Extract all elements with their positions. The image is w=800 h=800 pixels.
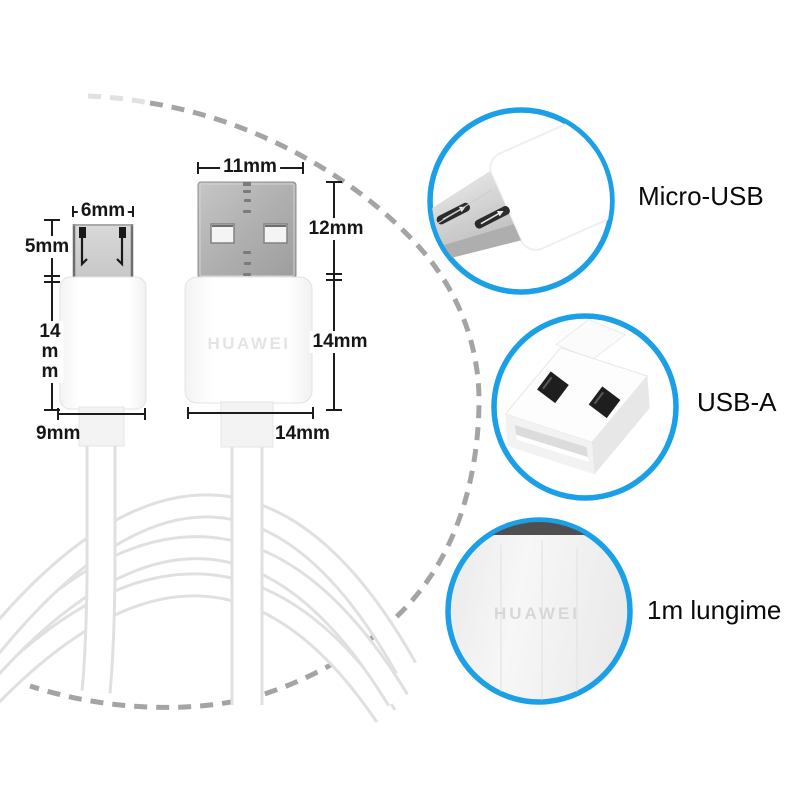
usb-center-marks [243, 182, 251, 276]
dim-label-usb-top-width: 11mm [220, 156, 280, 178]
micro-pin-left [79, 227, 88, 267]
callout-label-usb-a: USB-A [697, 387, 777, 417]
dim-label-micro-top-width: 6mm [77, 200, 129, 222]
usb-hole-right [263, 223, 288, 244]
dim-label-micro-bottom-width: 9mm [36, 423, 81, 444]
callout-circle-usb [491, 313, 679, 501]
dim-label-usb-body-height: 14mm [309, 331, 371, 353]
usb-photo-hole [537, 371, 569, 404]
micro-cable-stub [78, 406, 125, 447]
micro-usb-connector-front [59, 224, 147, 447]
brand-emboss-cable: HUAWEI [494, 604, 580, 623]
usb-a-photo [504, 319, 650, 475]
dim-label-usb-bottom-width: 14mm [275, 423, 330, 444]
cable-strands [0, 438, 417, 723]
micro-pin-right [116, 227, 126, 267]
micro-plastic-body [59, 276, 147, 410]
cable-arch-back [0, 572, 397, 723]
dim-label-micro-metal-height: 5mm [21, 236, 73, 258]
cable-arch-front [0, 493, 417, 675]
callout-label-micro-usb: Micro-USB [638, 181, 764, 211]
usb-hole-left [210, 223, 235, 244]
cable-strand-left [80, 438, 117, 694]
usb-photo-hole [588, 386, 621, 419]
brand-emboss-usb-body: HUAWEI [207, 334, 291, 353]
dim-label-usb-metal-height: 12mm [305, 218, 367, 240]
usb-a-connector-front [184, 181, 313, 448]
callout-circle-micro [427, 107, 615, 295]
dim-label-micro-body-height: 14 m m [36, 321, 64, 383]
usb-cable-stub [220, 401, 274, 448]
callout-label-cable-length: 1m lungime [647, 595, 782, 625]
cable-arch-middle [0, 535, 409, 707]
dashed-guide-curve [29, 93, 482, 710]
